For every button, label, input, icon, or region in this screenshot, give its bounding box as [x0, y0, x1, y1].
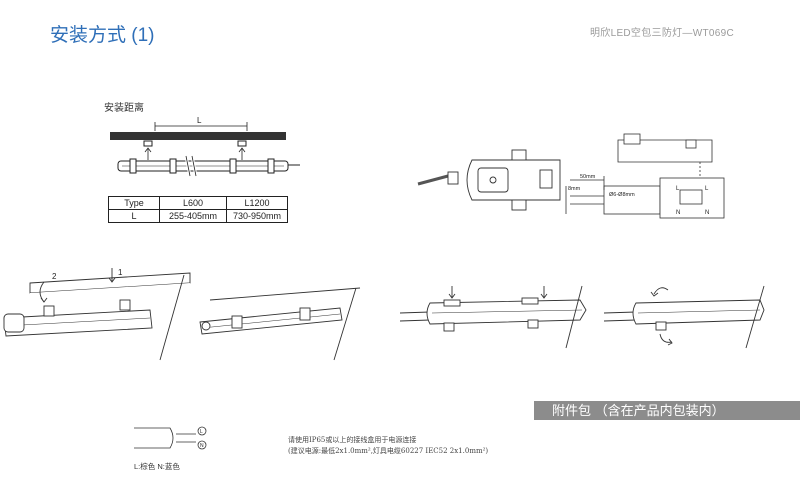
cable-strip-diagram — [565, 176, 661, 215]
wire-plug-icon: L N — [134, 426, 207, 450]
strip-length-label: 50mm — [580, 174, 596, 180]
accessories-banner: 附件包 （含在产品内包装内） — [534, 401, 800, 420]
svg-text:N: N — [200, 443, 204, 449]
wire-color-legend: L:棕色 N:蓝色 — [134, 462, 180, 471]
table-cell: 730-950mm — [226, 209, 288, 223]
wiring-note-line1: 请使用IP65或以上的接线盒用于电源连接 — [288, 436, 417, 444]
table-row: L 255-405mm 730-950mm — [108, 209, 288, 223]
step-press-diagram — [399, 285, 587, 349]
step-mounted-diagram — [199, 287, 361, 361]
terminal-n-label-2: N — [705, 210, 709, 216]
terminal-l-label-2: L — [705, 186, 709, 192]
step-1-label: 1 — [118, 268, 123, 277]
step-rotate-diagram — [603, 285, 765, 349]
ceiling-bar-diagram — [110, 122, 300, 177]
wiring-note-line2: (建议电源:最低2x1.0mm²,灯具电缆60227 IEC52 2x1.0mm… — [288, 447, 489, 455]
page-title: 安装方式 (1) — [50, 25, 155, 46]
svg-text:L: L — [200, 429, 203, 435]
cable-diameter-label: Ø6-Ø8mm — [609, 192, 635, 198]
spec-table: Type L600 L1200 L 255-405mm 730-950mm — [108, 196, 288, 223]
wiring-note: 请使用IP65或以上的接线盒用于电源连接 (建议电源:最低2x1.0mm²,灯具… — [288, 435, 488, 457]
dimension-letter: L — [197, 116, 202, 125]
end-cap-diagram — [417, 149, 561, 211]
spacing-label: 安装距离 — [104, 103, 144, 114]
terminal-l-label: L — [676, 186, 680, 192]
table-row: Type L600 L1200 — [108, 196, 288, 210]
product-name: 明欣LED空包三防灯—WT069C — [589, 28, 734, 39]
insulation-length-label: 8mm — [568, 186, 581, 192]
step-2-label: 2 — [52, 272, 57, 281]
terminal-n-label: N — [676, 210, 680, 216]
terminal-box-diagram — [617, 133, 725, 219]
step-snap-diagram — [3, 268, 191, 361]
